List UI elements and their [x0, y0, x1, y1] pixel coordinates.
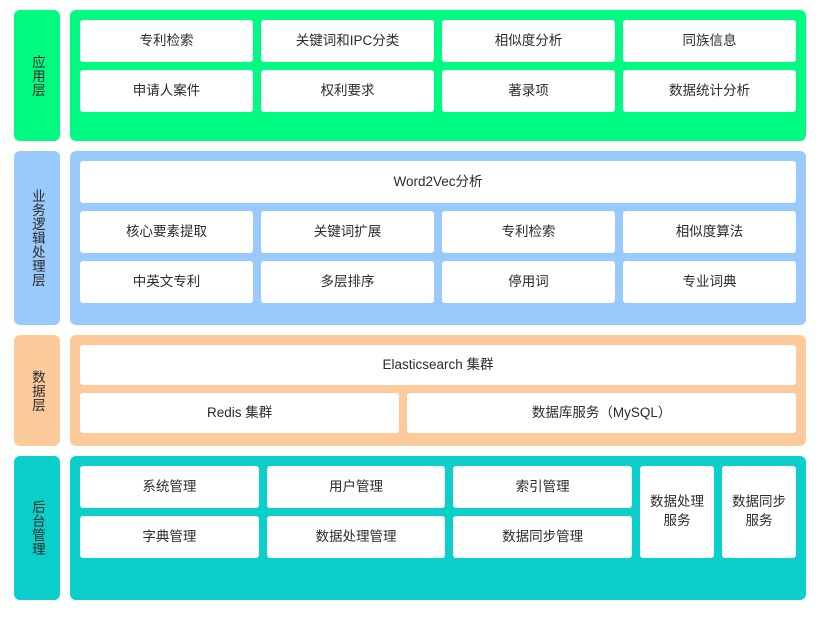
layer-body-application: 专利检索 关键词和IPC分类 相似度分析 同族信息 申请人案件 权利要求 著录项… — [70, 10, 806, 141]
node-box-mysql[interactable]: 数据库服务（MySQL） — [407, 393, 796, 433]
node-box[interactable]: 系统管理 — [80, 466, 259, 508]
node-box[interactable]: 相似度分析 — [442, 20, 615, 62]
layer-row: 专利检索 关键词和IPC分类 相似度分析 同族信息 — [80, 20, 796, 62]
node-box[interactable]: 索引管理 — [453, 466, 633, 508]
node-box[interactable]: 专利检索 — [442, 211, 615, 253]
layer-label-data: 数据层 — [14, 335, 60, 446]
node-box[interactable]: 数据处理管理 — [266, 516, 446, 558]
node-box[interactable]: 权利要求 — [261, 70, 434, 112]
node-box[interactable]: 著录项 — [442, 70, 615, 112]
node-box[interactable]: 专利检索 — [80, 20, 253, 62]
node-box[interactable]: 申请人案件 — [80, 70, 253, 112]
layer-admin: 后台管理 系统管理 用户管理 索引管理 字典管理 数据处理管理 数据同步管理 数… — [14, 456, 806, 600]
layer-row: Word2Vec分析 — [80, 161, 796, 203]
node-box[interactable]: 数据统计分析 — [623, 70, 796, 112]
node-box[interactable]: 关键词和IPC分类 — [261, 20, 434, 62]
node-box[interactable]: 相似度算法 — [623, 211, 796, 253]
node-box[interactable]: 中英文专利 — [80, 261, 253, 303]
layer-business-logic: 业务逻辑处理层 Word2Vec分析 核心要素提取 关键词扩展 专利检索 相似度… — [14, 151, 806, 325]
node-box-word2vec[interactable]: Word2Vec分析 — [80, 161, 796, 203]
admin-split: 系统管理 用户管理 索引管理 字典管理 数据处理管理 数据同步管理 数据处理服务… — [80, 466, 796, 558]
layer-row: 中英文专利 多层排序 停用词 专业词典 — [80, 261, 796, 303]
layer-label-application: 应用层 — [14, 10, 60, 141]
node-box[interactable]: 停用词 — [442, 261, 615, 303]
layer-label-admin: 后台管理 — [14, 456, 60, 600]
layer-row: 字典管理 数据处理管理 数据同步管理 — [80, 516, 633, 558]
node-box-redis[interactable]: Redis 集群 — [80, 393, 400, 433]
node-box[interactable]: 用户管理 — [266, 466, 446, 508]
node-box[interactable]: 核心要素提取 — [80, 211, 253, 253]
layer-body-admin: 系统管理 用户管理 索引管理 字典管理 数据处理管理 数据同步管理 数据处理服务… — [70, 456, 806, 600]
node-box[interactable]: 字典管理 — [80, 516, 259, 558]
layer-row: 申请人案件 权利要求 著录项 数据统计分析 — [80, 70, 796, 112]
admin-stack: 系统管理 用户管理 索引管理 字典管理 数据处理管理 数据同步管理 — [80, 466, 633, 558]
node-box-data-sync-service[interactable]: 数据同步服务 — [722, 466, 796, 558]
node-box[interactable]: 数据同步管理 — [453, 516, 633, 558]
layer-body-data: Elasticsearch 集群 Redis 集群 数据库服务（MySQL） — [70, 335, 806, 446]
node-box-data-processing-service[interactable]: 数据处理服务 — [640, 466, 714, 558]
layer-application: 应用层 专利检索 关键词和IPC分类 相似度分析 同族信息 申请人案件 权利要求… — [14, 10, 806, 141]
node-box[interactable]: 关键词扩展 — [261, 211, 434, 253]
layer-row: Redis 集群 数据库服务（MySQL） — [80, 393, 796, 433]
layer-row: Elasticsearch 集群 — [80, 345, 796, 385]
node-box-elasticsearch[interactable]: Elasticsearch 集群 — [80, 345, 796, 385]
layer-label-business-logic: 业务逻辑处理层 — [14, 151, 60, 325]
layer-data: 数据层 Elasticsearch 集群 Redis 集群 数据库服务（MySQ… — [14, 335, 806, 446]
node-box[interactable]: 同族信息 — [623, 20, 796, 62]
node-box[interactable]: 多层排序 — [261, 261, 434, 303]
layer-row: 核心要素提取 关键词扩展 专利检索 相似度算法 — [80, 211, 796, 253]
layer-body-business-logic: Word2Vec分析 核心要素提取 关键词扩展 专利检索 相似度算法 中英文专利… — [70, 151, 806, 325]
node-box[interactable]: 专业词典 — [623, 261, 796, 303]
layer-row: 系统管理 用户管理 索引管理 — [80, 466, 633, 508]
